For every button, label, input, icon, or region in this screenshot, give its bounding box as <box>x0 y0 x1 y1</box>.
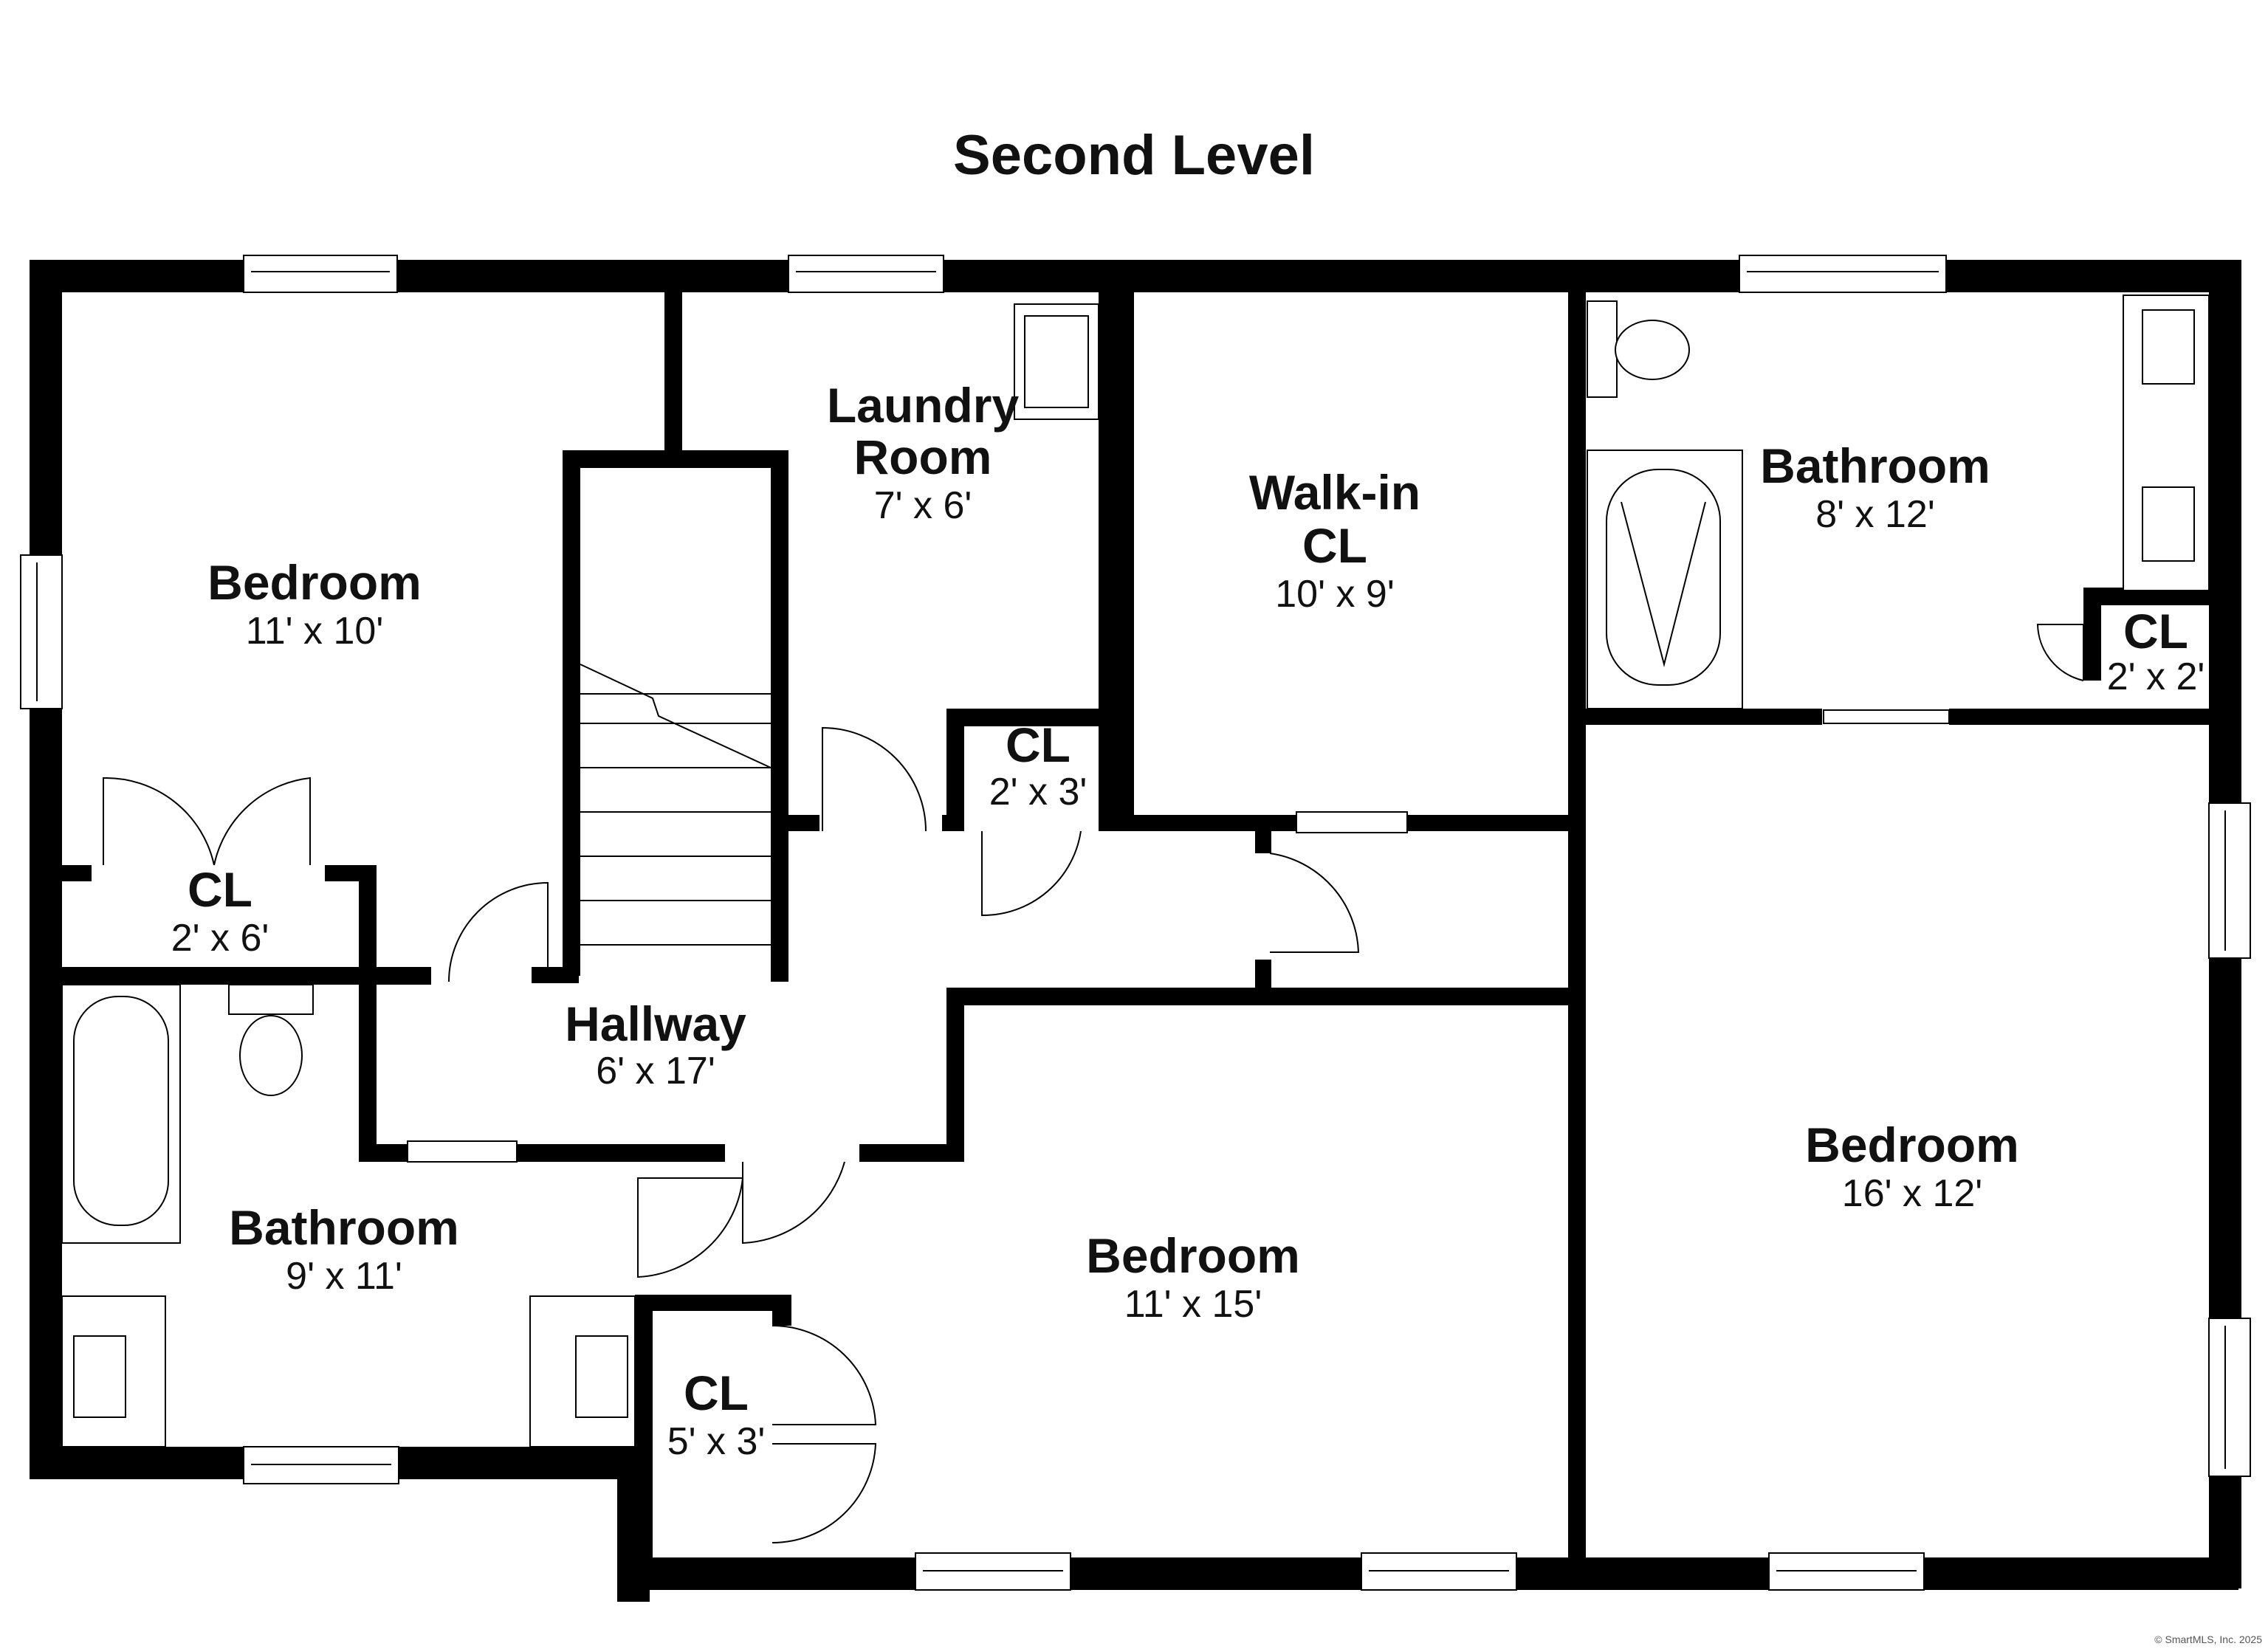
doors <box>103 624 2084 1544</box>
room-cl-mid-dims: 5' x 3' <box>667 1420 766 1463</box>
room-hallway-name: Hallway <box>565 996 746 1051</box>
room-walkin-name-1: Walk-in <box>1249 465 1420 520</box>
room-bedroom-se-name: Bedroom <box>1805 1118 2019 1172</box>
room-cl-nw-name: CL <box>188 862 252 917</box>
room-laundry-dims: 7' x 6' <box>874 484 972 527</box>
room-bedroom-mid-name: Bedroom <box>1086 1228 1300 1283</box>
room-bath-sw-dims: 9' x 11' <box>286 1255 402 1298</box>
room-walkin-name-2: CL <box>1302 518 1367 573</box>
staircase <box>580 664 772 946</box>
room-cl-bath-ne-name: CL <box>2123 604 2188 658</box>
copyright-credit: © SmartMLS, Inc. 2025 <box>2154 1633 2262 1645</box>
room-cl-laundry-name: CL <box>1006 717 1071 772</box>
room-walkin-dims: 10' x 9' <box>1275 573 1395 616</box>
room-cl-bath-ne-dims: 2' x 2' <box>2107 655 2205 698</box>
plan-title: Second Level <box>953 124 1315 187</box>
room-hallway-dims: 6' x 17' <box>596 1050 715 1092</box>
room-bath-ne-name: Bathroom <box>1760 438 1990 493</box>
room-laundry-name-2: Room <box>854 430 992 484</box>
room-cl-laundry-dims: 2' x 3' <box>989 771 1087 813</box>
room-bedroom-nw-dims: 11' x 10' <box>246 610 384 653</box>
room-bath-ne-dims: 8' x 12' <box>1815 493 1935 536</box>
interior-walls <box>62 292 2209 1575</box>
fixtures <box>61 295 2210 1447</box>
room-bedroom-nw-name: Bedroom <box>207 555 422 610</box>
room-cl-mid-name: CL <box>684 1366 749 1420</box>
room-laundry-name-1: Laundry <box>827 378 1020 433</box>
room-bedroom-se-dims: 16' x 12' <box>1842 1172 1982 1215</box>
room-labels: Bedroom 11' x 10' CL 2' x 6' Laundry Roo… <box>171 378 2205 1463</box>
room-bath-sw-name: Bathroom <box>229 1200 459 1255</box>
windows <box>20 255 2251 1591</box>
toilet-ne <box>1587 300 1618 398</box>
room-cl-nw-dims: 2' x 6' <box>171 917 269 960</box>
toilet-sw <box>228 984 314 1015</box>
room-bedroom-mid-dims: 11' x 15' <box>1124 1283 1262 1326</box>
